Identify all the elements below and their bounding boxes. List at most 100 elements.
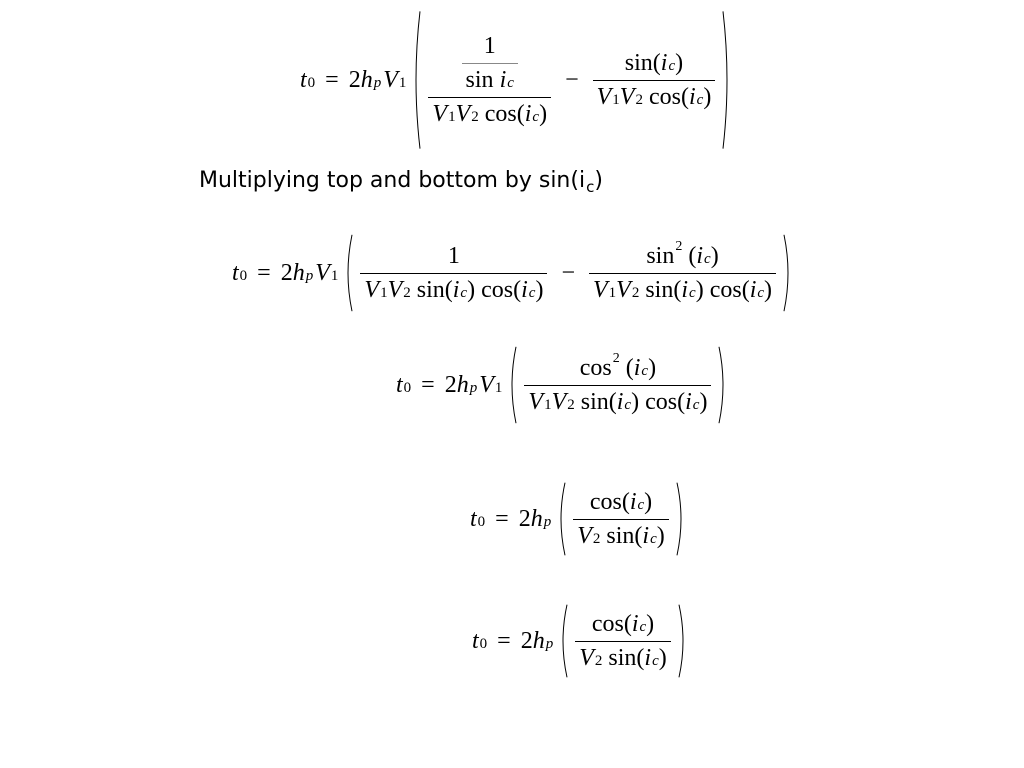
equals-sign: = xyxy=(257,259,271,286)
subscript: c xyxy=(532,108,540,125)
subscript: 1 xyxy=(608,284,617,301)
v-symbol: V xyxy=(479,371,494,398)
coefficient: 2 xyxy=(518,505,531,532)
equals-sign: = xyxy=(421,371,435,398)
paren: ( xyxy=(652,49,661,76)
left-paren xyxy=(410,10,422,150)
subscript: c xyxy=(696,91,704,108)
paren: ) xyxy=(695,276,704,303)
superscript: 2 xyxy=(612,351,620,366)
paren: ) xyxy=(646,610,655,637)
subscript: 0 xyxy=(307,74,316,91)
subscript: p xyxy=(305,267,314,284)
subscript: c xyxy=(652,652,659,669)
i-symbol: i xyxy=(696,242,704,269)
subscript: c xyxy=(668,57,676,74)
subscript: c xyxy=(650,530,657,547)
note-close: ) xyxy=(594,168,603,193)
right-paren xyxy=(717,346,729,424)
i-symbol: i xyxy=(631,610,639,637)
v-symbol: V xyxy=(364,276,380,303)
paren: ( xyxy=(741,276,750,303)
t-symbol: t xyxy=(396,371,403,398)
paren: ( xyxy=(680,83,689,110)
right-paren xyxy=(675,482,687,556)
paren: ) xyxy=(703,83,712,110)
paren: ) xyxy=(467,276,476,303)
equals-sign: = xyxy=(497,627,511,654)
v-symbol: V xyxy=(592,276,608,303)
subscript: 0 xyxy=(239,267,248,284)
paren: ( xyxy=(444,276,453,303)
right-paren xyxy=(677,604,689,678)
cos-text: cos xyxy=(591,610,624,637)
minus-sign: − xyxy=(565,66,579,93)
v-symbol: V xyxy=(577,522,592,549)
i-symbol: i xyxy=(660,49,668,76)
numerator: 1 xyxy=(483,32,496,59)
paren: ( xyxy=(513,276,522,303)
i-symbol: i xyxy=(681,276,689,303)
paren: ) xyxy=(539,100,548,127)
i-symbol: i xyxy=(685,388,692,415)
v-symbol: V xyxy=(616,276,631,303)
paren: ) xyxy=(535,276,544,303)
subscript: c xyxy=(507,74,514,91)
cos-text: cos xyxy=(481,276,514,303)
subscript: 1 xyxy=(380,284,388,301)
sin-text: sin xyxy=(416,276,445,303)
sin-text: sin xyxy=(646,242,675,269)
right-paren xyxy=(782,234,794,312)
i-symbol: i xyxy=(688,83,696,110)
sin-text: sin xyxy=(580,388,609,415)
paren: ) xyxy=(675,49,684,76)
subscript: p xyxy=(545,635,554,652)
subscript: c xyxy=(692,396,700,413)
subscript: 2 xyxy=(403,284,411,301)
coefficient: 2 xyxy=(348,66,361,93)
equals-sign: = xyxy=(495,505,509,532)
paren: ( xyxy=(634,522,643,549)
cos-text: cos xyxy=(579,354,612,381)
cos-text: cos xyxy=(648,83,681,110)
note-subscript: c xyxy=(586,178,595,196)
subscript: c xyxy=(704,250,711,267)
cos-text: cos xyxy=(709,276,742,303)
v-symbol: V xyxy=(579,644,594,671)
subscript: 0 xyxy=(479,635,488,652)
subscript: 1 xyxy=(330,267,339,284)
v-symbol: V xyxy=(619,83,635,110)
sin-text: sin xyxy=(645,276,674,303)
sin-text: sin xyxy=(465,66,494,93)
subscript: c xyxy=(637,496,645,513)
subscript: 0 xyxy=(403,379,412,396)
paren: ) xyxy=(644,488,653,515)
subscript: 1 xyxy=(494,379,503,396)
h-symbol: h xyxy=(292,259,305,286)
subscript: 2 xyxy=(567,396,575,413)
left-paren xyxy=(557,604,569,678)
cos-text: cos xyxy=(645,388,678,415)
explanation-text: Multiplying top and bottom by sin(ic) xyxy=(199,168,603,196)
paren: ( xyxy=(608,388,617,415)
subscript: 1 xyxy=(398,74,407,91)
subscript: 2 xyxy=(594,652,603,669)
equals-sign: = xyxy=(325,66,339,93)
subscript: c xyxy=(528,284,536,301)
subscript: 1 xyxy=(448,108,456,125)
superscript: 2 xyxy=(675,239,683,254)
coefficient: 2 xyxy=(444,371,457,398)
subscript: 1 xyxy=(612,91,620,108)
t-symbol: t xyxy=(300,66,307,93)
paren: ( xyxy=(621,488,630,515)
subscript: 2 xyxy=(471,108,479,125)
subscript: 0 xyxy=(477,513,486,530)
